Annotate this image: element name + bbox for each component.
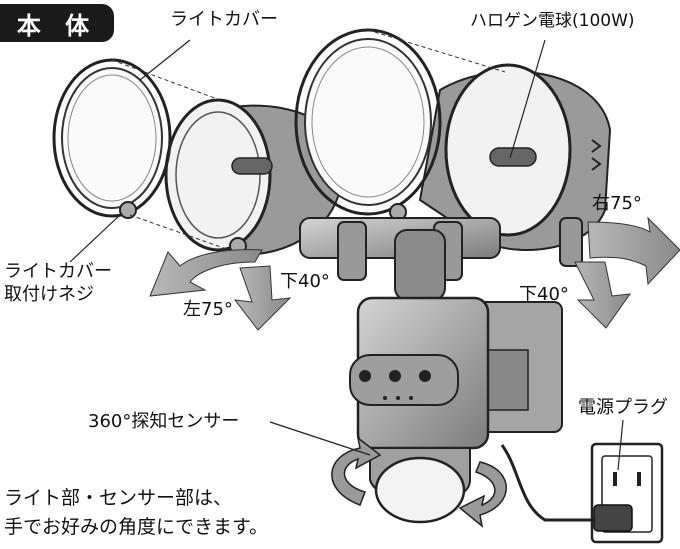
left-lamp-housing <box>164 98 342 257</box>
center-mount-joint <box>299 217 583 301</box>
sensor-unit <box>349 296 490 524</box>
label-cover-screw-line1: ライトカバー <box>4 261 112 282</box>
caption: ライト部・センサー部は、 手でお好みの角度にできます。 <box>4 484 268 542</box>
label-power-plug: 電源プラグ <box>578 397 668 418</box>
left-lamp-cover <box>52 58 172 219</box>
power-plug <box>500 444 633 532</box>
caption-line2: 手でお好みの角度にできます。 <box>4 516 269 538</box>
tilt-down-40-right-arrow <box>574 261 632 329</box>
label-light-cover: ライトカバー <box>170 9 278 30</box>
rotate-right-75-arrow <box>587 216 680 286</box>
section-title-badge: 本 体 <box>0 4 114 42</box>
caption-line1: ライト部・センサー部は、 <box>4 487 233 509</box>
right-lamp-cover <box>294 28 442 221</box>
wall-mount-plate <box>469 301 563 433</box>
right-lamp-housing <box>418 63 612 251</box>
label-left-75: 左75° <box>183 299 233 320</box>
label-right-75: 右75° <box>592 193 642 214</box>
tilt-down-40-left-arrow <box>233 265 292 331</box>
label-down-40-left: 下40° <box>280 271 330 292</box>
label-halogen-bulb: ハロゲン電球(100W) <box>470 11 635 31</box>
sensor-rotate-right-arrow <box>458 461 507 528</box>
rotate-left-75-arrow <box>149 249 263 297</box>
label-cover-screw-line2: 取付けネジ <box>4 284 94 305</box>
label-sensor: 360°探知センサー <box>88 411 240 432</box>
label-down-40-right: 下40° <box>519 284 569 305</box>
